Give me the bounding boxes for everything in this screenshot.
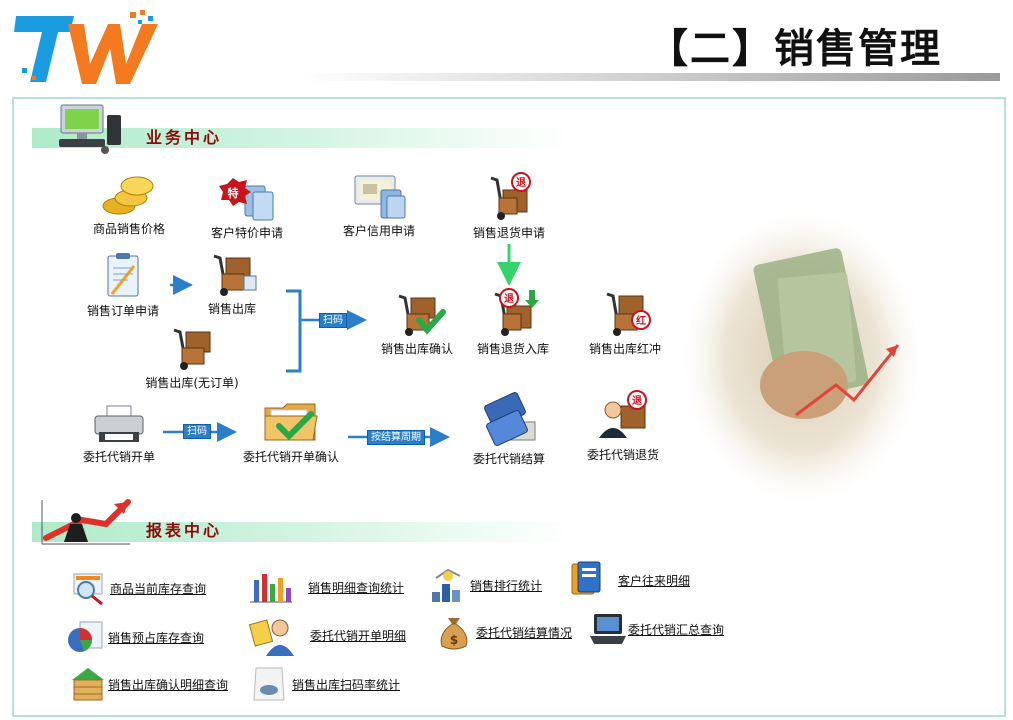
node-label: 销售出库(无订单) [145, 376, 239, 390]
report-item[interactable]: $ 委托代销结算情况 [436, 612, 572, 652]
title-divider [300, 73, 1000, 81]
inventory-search-icon [73, 573, 103, 606]
node-consign-confirm[interactable]: 委托代销开单确认 [236, 398, 346, 465]
person-box-return-icon: 退 [599, 390, 647, 438]
node-label: 委托代销开单 [82, 450, 155, 464]
node-label: 销售出库确认 [380, 342, 453, 356]
hand-truck-check-icon [398, 294, 446, 336]
node-label: 委托代销开单确认 [242, 450, 339, 464]
report-item[interactable]: 委托代销汇总查询 [588, 612, 724, 646]
hand-truck-red-reversal-icon: 红 [606, 292, 651, 336]
computer-icon [59, 104, 121, 154]
business-section-band [32, 128, 572, 148]
report-item[interactable]: 销售明细查询统计 [248, 570, 404, 604]
svg-text:退: 退 [504, 293, 514, 305]
node-special-price[interactable]: 特 客户特价申请 [204, 176, 290, 241]
node-label: 销售出库红冲 [588, 342, 661, 356]
node-label: 商品销售价格 [92, 222, 165, 236]
laptop-icon [590, 614, 626, 644]
hand-truck-return-icon: 退 [490, 172, 531, 220]
person-document-icon [248, 619, 294, 656]
scan-rate-icon [253, 667, 285, 701]
report-item[interactable]: 客户往来明细 [566, 560, 690, 600]
reports-section-title: 报表中心 [146, 521, 223, 540]
node-label: 客户信用申请 [342, 224, 415, 238]
credit-application-icon [354, 175, 406, 219]
report-item[interactable]: 销售出库扫码率统计 [252, 664, 400, 704]
node-order[interactable]: 销售订单申请 [80, 252, 166, 319]
node-outbound[interactable]: 销售出库 [192, 250, 272, 317]
business-section-title: 业务中心 [146, 128, 223, 147]
arrow-label-scan: 扫码 [319, 313, 347, 328]
node-label: 客户特价申请 [210, 226, 283, 240]
ranking-icon [432, 568, 461, 602]
order-clipboard-icon [107, 253, 139, 297]
bar-chart-icon [250, 574, 292, 603]
printer-icon [94, 405, 144, 442]
special-price-icon: 特 [219, 178, 274, 221]
arrow-label-settle-period: 按结算周期 [367, 430, 425, 445]
pie-chart-icon [68, 621, 103, 652]
svg-text:红: 红 [636, 314, 646, 327]
node-label: 销售订单申请 [86, 304, 159, 318]
node-return-apply[interactable]: 退 销售退货申请 [466, 172, 552, 241]
coins-icon [102, 176, 154, 215]
report-item[interactable]: 商品当前库存查询 [72, 570, 206, 606]
report-item[interactable]: 销售出库确认明细查询 [68, 664, 228, 704]
node-outbound-no-order[interactable]: 销售出库(无订单) [140, 324, 244, 391]
node-return-in[interactable]: 退 销售退货入库 [470, 286, 556, 357]
node-label: 销售出库 [207, 302, 256, 316]
arrow-label-scan-consign: 扫码 [183, 424, 211, 439]
node-consign-return[interactable]: 退 委托代销退货 [578, 388, 668, 463]
node-label: 委托代销结算 [472, 452, 545, 466]
hand-truck-return-in-icon: 退 [494, 288, 539, 336]
warehouse-shelf-icon [72, 668, 104, 701]
money-bag-icon: $ [440, 618, 468, 650]
node-outbound-red[interactable]: 红 销售出库红冲 [580, 286, 670, 357]
report-item[interactable]: 委托代销开单明细 [248, 614, 406, 656]
node-consign-open[interactable]: 委托代销开单 [76, 404, 162, 465]
node-label: 委托代销退货 [586, 448, 659, 462]
hand-truck-icon [173, 328, 211, 370]
node-label: 销售退货申请 [472, 226, 545, 240]
svg-text:$: $ [450, 633, 458, 647]
node-credit[interactable]: 客户信用申请 [336, 174, 422, 239]
svg-text:退: 退 [516, 177, 526, 189]
report-item[interactable]: 销售预占库存查询 [66, 620, 204, 654]
tw-logo-icon [14, 10, 158, 84]
money-hand-decoration-icon [686, 215, 918, 499]
svg-text:退: 退 [632, 395, 642, 407]
folder-check-icon [264, 403, 318, 441]
node-consign-settle[interactable]: 委托代销结算 [464, 392, 554, 467]
page-title: 【二】销售管理 [648, 26, 942, 72]
node-outbound-confirm[interactable]: 销售出库确认 [374, 290, 460, 357]
node-price[interactable]: 商品销售价格 [86, 172, 172, 237]
customer-contacts-icon [571, 561, 601, 595]
reports-section-band [32, 522, 572, 542]
hand-truck-icon [213, 254, 257, 296]
bank-card-icon [484, 392, 536, 446]
node-label: 销售退货入库 [476, 342, 549, 356]
report-chart-icon [41, 499, 131, 545]
report-item[interactable]: 销售排行统计 [430, 566, 542, 604]
svg-text:特: 特 [228, 186, 239, 200]
